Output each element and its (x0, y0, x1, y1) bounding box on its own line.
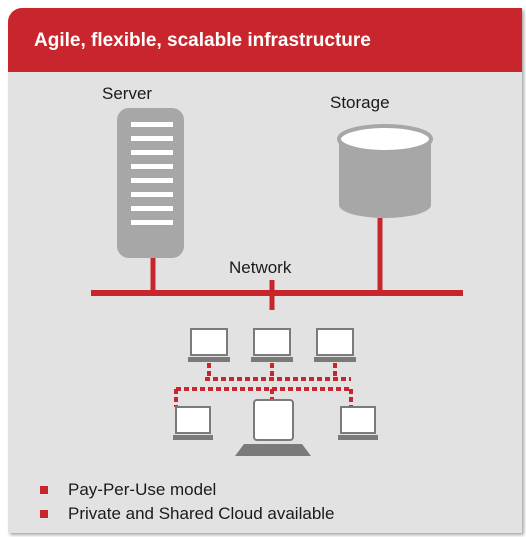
network-label: Network (229, 258, 292, 277)
desktop-icon (251, 328, 293, 362)
panel-title: Agile, flexible, scalable infrastructure (34, 30, 371, 51)
list-item: Pay-Per-Use model (38, 478, 335, 502)
desktop-icon (188, 328, 230, 362)
client-network-lines (174, 363, 353, 407)
storage-icon (337, 124, 433, 218)
bullet-icon (40, 510, 48, 518)
feature-text: Private and Shared Cloud available (68, 504, 335, 523)
feature-text: Pay-Per-Use model (68, 480, 217, 499)
desktop-icon (173, 406, 213, 440)
laptop-icon (235, 399, 311, 456)
bullet-icon (40, 486, 48, 494)
infrastructure-diagram (91, 108, 463, 456)
panel-header: Agile, flexible, scalable infrastructure (8, 8, 522, 72)
server-icon (117, 108, 184, 258)
feature-list: Pay-Per-Use model Private and Shared Clo… (38, 478, 335, 526)
network-lines (91, 218, 463, 310)
infrastructure-panel: Agile, flexible, scalable infrastructure (8, 8, 522, 533)
desktop-icon (338, 406, 378, 440)
server-label: Server (102, 84, 153, 103)
storage-label: Storage (330, 93, 390, 112)
desktop-icon (314, 328, 356, 362)
list-item: Private and Shared Cloud available (38, 502, 335, 526)
